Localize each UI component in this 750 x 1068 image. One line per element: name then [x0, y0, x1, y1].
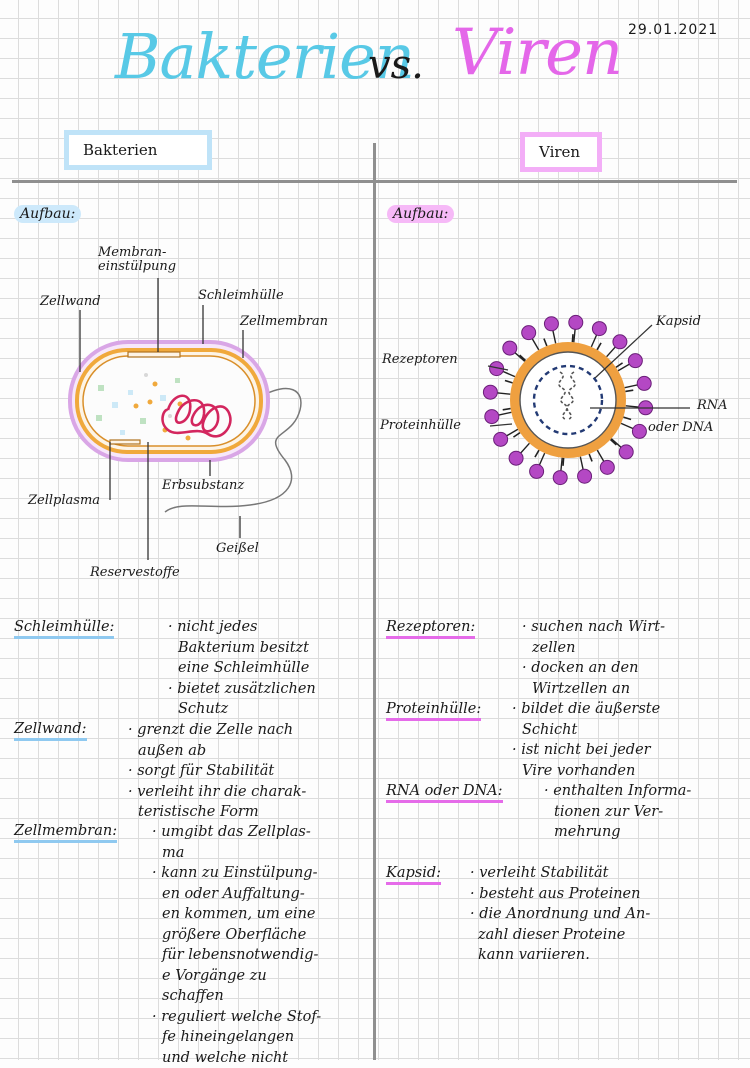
- receptor-knob: [530, 464, 544, 478]
- receptor-knob: [600, 460, 614, 474]
- text-line: en oder Auffaltung-: [152, 884, 321, 905]
- receptor-knob: [509, 451, 523, 465]
- text-line: · reguliert welche Stof-: [152, 1007, 321, 1028]
- label-oder-dna: oder DNA: [648, 420, 713, 435]
- receptor-short-spike: [623, 417, 631, 419]
- label-rna: RNA: [697, 398, 728, 413]
- label-rezeptoren: Rezeptoren: [382, 352, 458, 367]
- text-line: · umgibt das Zellplas-: [152, 822, 321, 843]
- text-line: außen ab: [128, 741, 306, 762]
- receptor-knob: [544, 317, 558, 331]
- text-line: · bietet zusätzlichen: [168, 679, 316, 700]
- text-line: fe hineingelangen: [152, 1027, 321, 1048]
- text-line: Schicht: [512, 720, 660, 741]
- text-line: · bildet die äußerste: [512, 699, 660, 720]
- text-line: zellen: [522, 638, 665, 659]
- receptor-knob: [632, 424, 646, 438]
- text-line: e Vorgänge zu: [152, 966, 321, 987]
- text-line: größere Oberfläche: [152, 925, 321, 946]
- term-rna-dna: RNA oder DNA:: [386, 783, 503, 803]
- receptor-knob: [578, 469, 592, 483]
- receptor-knob: [592, 322, 606, 336]
- text-line: · suchen nach Wirt-: [522, 617, 665, 638]
- receptor-knob: [503, 341, 517, 355]
- text-line: teristische Form: [128, 802, 306, 823]
- receptor-knob: [613, 335, 627, 349]
- term-schleimhuelle: Schleimhülle:: [14, 619, 114, 639]
- label-kapsid: Kapsid: [656, 314, 701, 329]
- text-line: · kann zu Einstülpung-: [152, 863, 321, 884]
- text-line: en kommen, um eine: [152, 904, 321, 925]
- text-line: · verleiht ihr die charak-: [128, 782, 306, 803]
- receptor-short-spike: [505, 380, 513, 382]
- text-line: · enthalten Informa-: [544, 781, 691, 802]
- text-line: · ist nicht bei jeder: [512, 740, 660, 761]
- receptor-knob: [619, 445, 633, 459]
- receptor-short-spike: [535, 450, 539, 457]
- receptor-short-spike: [572, 334, 573, 342]
- label-proteinhuelle: Proteinhülle: [380, 418, 461, 433]
- text-line: · verleiht Stabilität: [470, 863, 650, 884]
- text-line: mehrung: [544, 822, 691, 843]
- term-proteinhuelle: Proteinhülle:: [386, 701, 481, 721]
- text-proteinhuelle: · bildet die äußerste Schicht · ist nich…: [512, 699, 660, 781]
- term-zellmembran: Zellmembran:: [14, 823, 117, 843]
- text-line: Vire vorhanden: [512, 761, 660, 782]
- text-line: Wirtzellen an: [522, 679, 665, 700]
- text-line: · grenzt die Zelle nach: [128, 720, 306, 741]
- text-rezeptoren: · suchen nach Wirt- zellen · docken an d…: [522, 617, 665, 699]
- text-line: tionen zur Ver-: [544, 802, 691, 823]
- text-line: schaffen: [152, 986, 321, 1007]
- text-line: · sorgt für Stabilität: [128, 761, 306, 782]
- receptor-knob: [553, 471, 567, 485]
- text-line: für lebensnotwendig-: [152, 945, 321, 966]
- receptor-knob: [483, 385, 497, 399]
- receptor-short-spike: [597, 343, 601, 350]
- text-line: · besteht aus Proteinen: [470, 884, 650, 905]
- receptor-knob: [494, 432, 508, 446]
- receptor-knob: [637, 376, 651, 390]
- text-kapsid: · verleiht Stabilität · besteht aus Prot…: [470, 863, 650, 966]
- text-zellwand: · grenzt die Zelle nach außen ab · sorgt…: [128, 720, 306, 823]
- receptor-short-spike: [616, 363, 623, 368]
- term-kapsid: Kapsid:: [386, 865, 441, 885]
- text-line: ma: [152, 843, 321, 864]
- text-line: Schutz: [168, 699, 316, 720]
- text-line: Bakterium besitzt: [168, 638, 316, 659]
- receptor-knob: [628, 354, 642, 368]
- text-zellmembran: · umgibt das Zellplas- ma · kann zu Eins…: [152, 822, 321, 1068]
- receptor-short-spike: [503, 409, 511, 410]
- term-zellwand: Zellwand:: [14, 721, 87, 741]
- text-schleimhuelle: · nicht jedes Bakterium besitzt eine Sch…: [168, 617, 316, 720]
- receptor-short-spike: [625, 390, 633, 391]
- receptor-knob: [522, 326, 536, 340]
- text-line: eine Schleimhülle: [168, 658, 316, 679]
- receptor-knob: [485, 410, 499, 424]
- text-line: · die Anordnung und An-: [470, 904, 650, 925]
- text-line: kann variieren.: [470, 945, 650, 966]
- receptor-short-spike: [563, 458, 564, 466]
- text-line: · docken an den: [522, 658, 665, 679]
- receptor-short-spike: [589, 454, 592, 461]
- receptor-knob: [569, 315, 583, 329]
- receptor-short-spike: [513, 433, 520, 438]
- text-line: · nicht jedes: [168, 617, 316, 638]
- receptor-short-spike: [544, 339, 547, 346]
- text-line: zahl dieser Proteine: [470, 925, 650, 946]
- text-rna-dna: · enthalten Informa- tionen zur Ver- meh…: [544, 781, 691, 843]
- term-rezeptoren: Rezeptoren:: [386, 619, 475, 639]
- text-line: und welche nicht: [152, 1048, 321, 1068]
